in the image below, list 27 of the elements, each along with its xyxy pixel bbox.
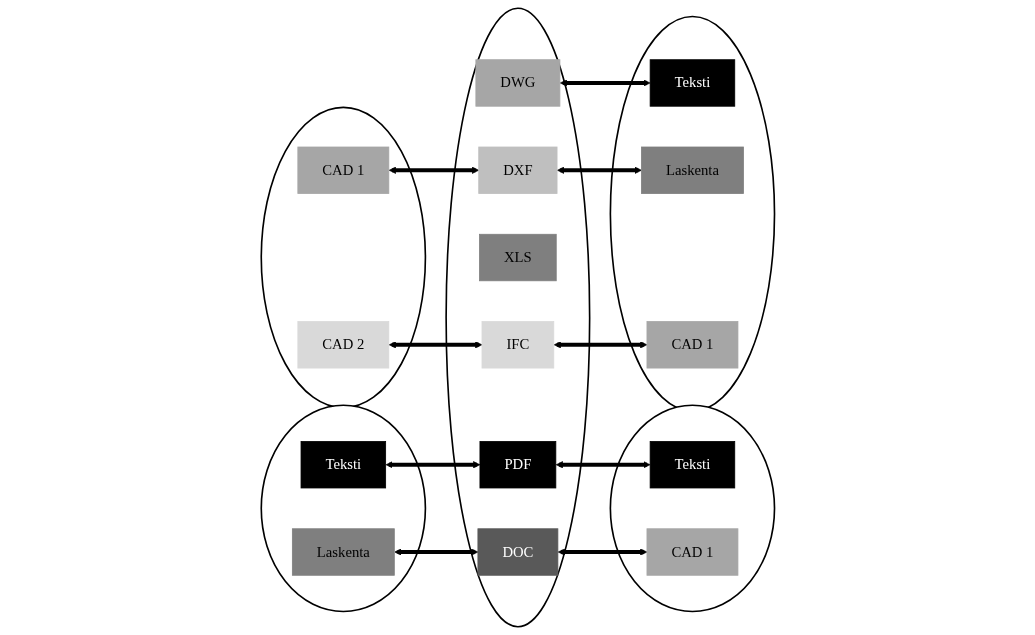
node-box: Teksti <box>649 59 735 107</box>
arrow <box>385 461 480 469</box>
node-box: IFC <box>481 321 554 369</box>
arrow <box>559 79 651 87</box>
node-box: Laskenta <box>640 146 744 194</box>
node-box: CAD 1 <box>646 528 738 576</box>
cluster <box>609 404 775 613</box>
node-box: XLS <box>478 233 557 282</box>
arrow <box>553 341 647 349</box>
cluster <box>444 7 591 628</box>
node-box: DXF <box>477 146 558 194</box>
node-box: CAD 1 <box>646 321 738 369</box>
node-box: CAD 2 <box>297 321 389 369</box>
node-box: DOC <box>477 528 558 576</box>
cluster <box>260 404 426 613</box>
arrow <box>557 548 647 556</box>
arrow <box>388 166 479 174</box>
arrow <box>556 166 642 174</box>
arrow <box>555 461 651 469</box>
node-box: DWG <box>475 59 560 107</box>
cluster <box>260 106 426 409</box>
node-box: Teksti <box>300 441 386 489</box>
node-box: Laskenta <box>291 528 395 576</box>
node-box: PDF <box>479 441 556 489</box>
node-box: Teksti <box>649 441 735 489</box>
arrow <box>388 341 482 349</box>
node-box: CAD 1 <box>297 146 389 194</box>
